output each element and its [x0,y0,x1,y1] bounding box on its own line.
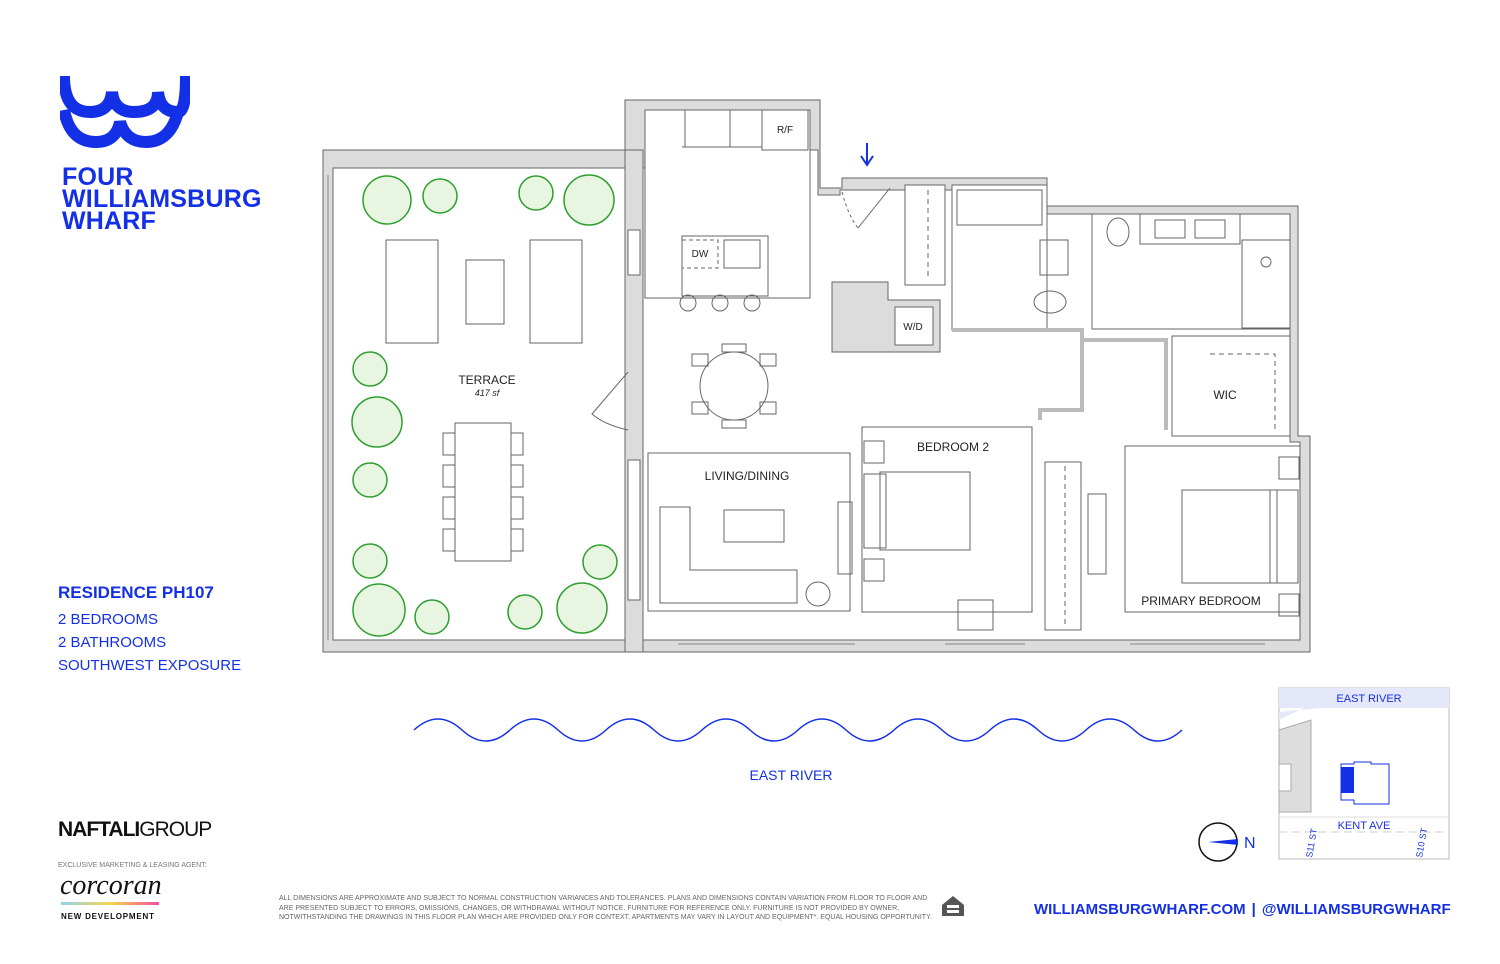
developer-name-bold: NAFTALI [58,818,140,841]
river-wave [413,718,1183,742]
brand-line: WHARF [62,207,157,235]
brand-name: FOUR WILLIAMSBURG WHARF [62,163,262,235]
residence-exposure: SOUTHWEST EXPOSURE [58,657,242,674]
key-map: EAST RIVER KENT AVE S11 ST S10 ST [1278,687,1450,860]
primary-bed [1181,489,1278,584]
developer-logo: NAFTALIGROUP [58,818,212,842]
bedroom2-label: BEDROOM 2 [917,440,989,454]
terrace-table [454,422,512,562]
entry-arrow-icon [860,143,874,167]
disclaimer: ALL DIMENSIONS ARE APPROXIMATE AND SUBJE… [279,895,932,922]
website-link[interactable]: WILLIAMSBURGWHARF.COM [1034,901,1246,918]
agent-label: EXCLUSIVE MARKETING & LEASING AGENT: [58,862,207,869]
living-label: LIVING/DINING [705,469,790,483]
vanity [1139,213,1241,245]
living-room-area [647,452,851,612]
shower [1241,239,1291,329]
social-link[interactable]: @WILLIAMSBURGWHARF [1261,901,1451,918]
equal-housing-icon [942,896,964,916]
terrace-area: 417 sf [475,388,501,398]
washer-dryer [894,306,934,346]
keymap-river: EAST RIVER [1336,693,1401,705]
ww-wave-logo-icon [60,75,190,149]
bed2 [879,471,971,551]
footer-links: WILLIAMSBURGWHARF.COM | @WILLIAMSBURGWHARF [1034,901,1451,918]
brand-line: WILLIAMSBURG [62,185,262,213]
wic-label: WIC [1213,388,1237,402]
residence-bathrooms: 2 BATHROOMS [58,634,167,651]
plants [351,174,618,637]
agent-logo-bar [61,902,159,905]
agent-sub: NEW DEVELOPMENT [61,912,155,921]
bathtub [956,189,1043,226]
residence-bedrooms: 2 BEDROOMS [58,611,159,628]
compass-north-label: N [1244,835,1256,852]
sofa [659,506,798,604]
river-label: EAST RIVER [750,767,833,783]
footer-separator: | [1251,901,1256,918]
keymap-street: KENT AVE [1338,820,1391,832]
agent-logo: corcoran [60,870,162,901]
primary-label: PRIMARY BEDROOM [1141,594,1261,608]
residence-title: RESIDENCE PH107 [58,583,214,602]
wd-label: W/D [903,322,922,333]
terrace-label: TERRACE [458,373,515,387]
compass-icon [1198,822,1238,862]
developer-name-light: GROUP [139,818,212,841]
coffee-table [723,509,785,543]
dw-label: DW [692,249,709,260]
brand-line: FOUR [62,163,134,191]
rf-label: R/F [777,125,793,136]
